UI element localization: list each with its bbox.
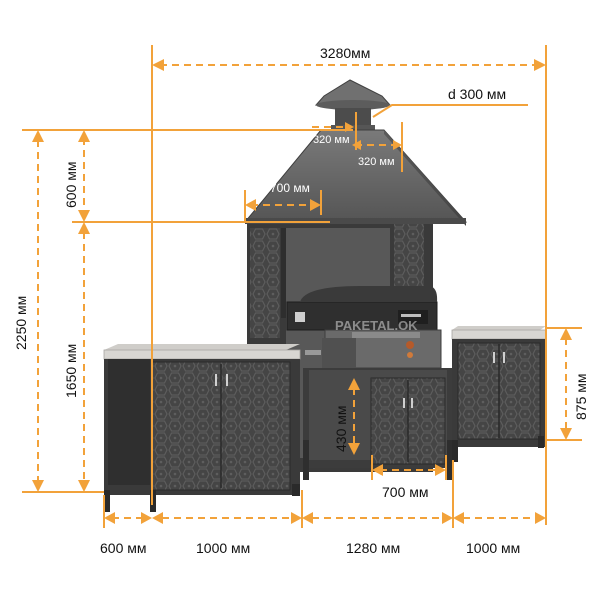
- left-cabinet: [103, 344, 301, 512]
- left-lattice-panel: [250, 228, 280, 338]
- center-frame: [303, 368, 453, 480]
- grill: [286, 286, 442, 369]
- label-hood-bottom-height: 1650 мм: [63, 344, 79, 398]
- label-total-width: 3280мм: [320, 45, 370, 61]
- label-hood-depth: 700 мм: [270, 181, 310, 195]
- watermark: PAKETAL.OK: [335, 318, 418, 333]
- dimension-labels: 3280мм d 300 мм 320 мм 320 мм 700 мм 600…: [13, 45, 589, 556]
- label-chimney-base: 320 мм: [358, 156, 395, 168]
- label-chimney-diameter: d 300 мм: [448, 86, 506, 102]
- chimney: [314, 79, 392, 131]
- label-niche-height: 430 мм: [333, 406, 349, 453]
- label-total-height: 2250 мм: [13, 296, 29, 350]
- bbq-complex-illustration: PAKETAL.OK: [103, 79, 547, 512]
- label-counter-height: 875 мм: [573, 374, 589, 421]
- label-left-cabinet: 1000 мм: [196, 540, 250, 556]
- label-chimney-top: 320 мм: [313, 134, 350, 146]
- hood: [243, 129, 468, 226]
- dimension-lines: [22, 45, 582, 528]
- label-center-section: 1280 мм: [346, 540, 400, 556]
- right-cabinet: [451, 326, 547, 462]
- label-left-depth: 600 мм: [100, 540, 147, 556]
- label-right-cabinet: 1000 мм: [466, 540, 520, 556]
- label-niche-width: 700 мм: [382, 484, 429, 500]
- label-hood-height: 600 мм: [63, 162, 79, 209]
